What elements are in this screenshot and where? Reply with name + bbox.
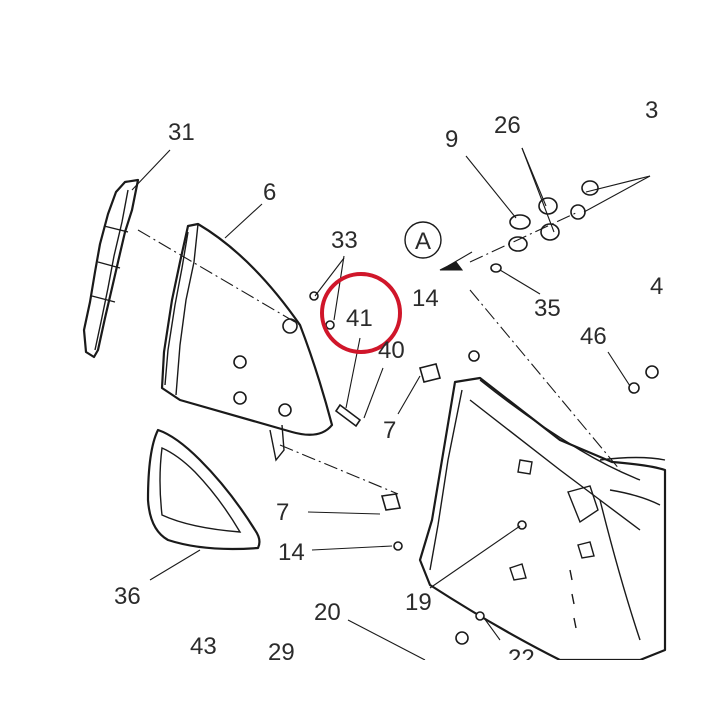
hardware-small-parts: [309, 291, 659, 645]
highlight-circle-41: [320, 272, 402, 354]
view-marker-a-circle: [404, 221, 442, 259]
hardware-cluster-9-26: [490, 180, 599, 273]
label-40: 40: [378, 337, 405, 364]
part-6-windscreen: [160, 222, 334, 462]
label-31: 31: [168, 119, 195, 146]
part-31-side-panel: [82, 178, 140, 359]
label-33: 33: [331, 227, 358, 254]
part-36-fairing-piece: [146, 428, 261, 551]
label-7-lower: 7: [276, 499, 289, 526]
label-36: 36: [114, 583, 141, 610]
label-4: 4: [650, 273, 663, 300]
label-6: 6: [263, 179, 276, 206]
label-3: 3: [645, 97, 658, 124]
label-7-upper: 7: [383, 417, 396, 444]
label-14-top: 14: [412, 285, 439, 312]
label-41: 41: [346, 305, 373, 332]
fairing-body-right: [418, 376, 667, 662]
label-14-bottom: 14: [278, 539, 305, 566]
leader-lines: [131, 147, 651, 661]
label-20: 20: [314, 599, 341, 626]
label-35: 35: [534, 295, 561, 322]
label-19: 19: [405, 589, 432, 616]
label-46: 46: [580, 323, 607, 350]
label-26: 26: [494, 112, 521, 139]
label-9: 9: [445, 126, 458, 153]
assembly-lines: [137, 211, 621, 495]
label-43: 43: [190, 633, 217, 660]
label-a: A: [415, 228, 431, 255]
